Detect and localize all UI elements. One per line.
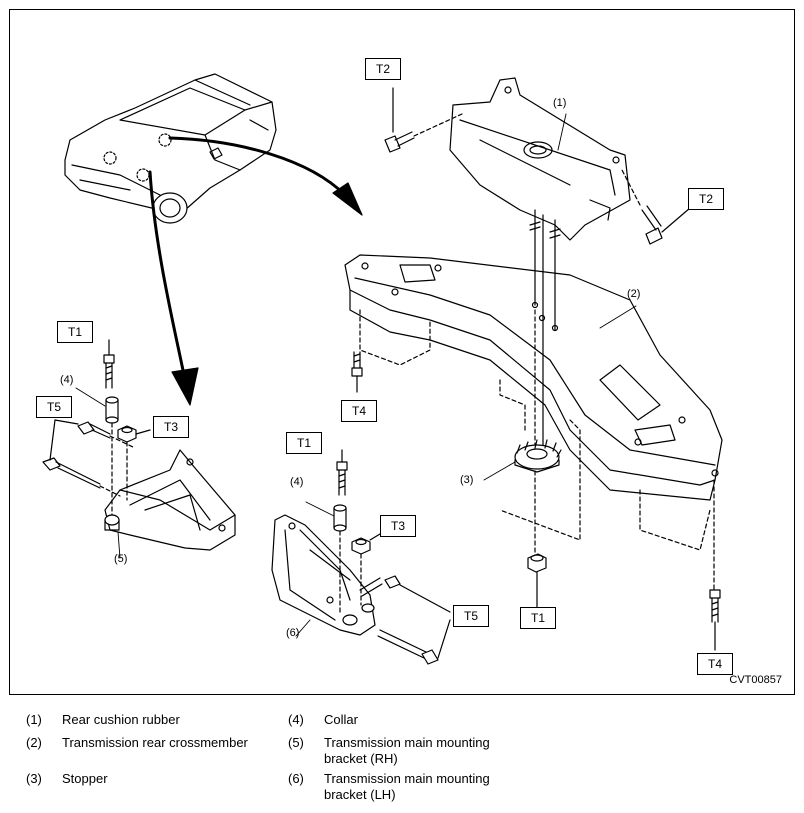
t4-bolt-left: [351, 351, 363, 393]
torque-label-t1-bottom: T1: [520, 607, 556, 629]
stud-guide-lines: [534, 239, 715, 591]
figure-code: CVT00857: [729, 674, 782, 686]
t1-nut-bottom: [527, 553, 547, 611]
t1-bolt-left: [103, 339, 115, 389]
parts-legend: (1) Rear cushion rubber (2) Transmission…: [26, 712, 490, 802]
lh-mounting-bracket-part: [271, 514, 376, 636]
collar-right: [333, 504, 347, 616]
torque-label-t5-left: T5: [36, 396, 72, 418]
rh-mounting-bracket-part: [104, 449, 236, 551]
t5-bolts-left: [42, 419, 136, 497]
callout-6: (6): [286, 627, 300, 639]
callout-2: (2): [627, 288, 641, 300]
transmission-rear-crossmember-part: [344, 254, 723, 551]
exploded-view-drawing: [42, 73, 723, 665]
t2-bolt-left: [384, 87, 463, 153]
collar-left: [105, 396, 119, 516]
rear-cushion-rubber-part: [449, 77, 631, 251]
torque-label-t1-middle: T1: [286, 432, 322, 454]
t1-bolt-middle: [336, 449, 348, 496]
torque-label-t2-top: T2: [365, 58, 401, 80]
callout-leaders: [75, 113, 637, 637]
torque-label-t2-right: T2: [688, 188, 724, 210]
torque-label-t4-left: T4: [341, 400, 377, 422]
t3-nut-middle: [351, 533, 381, 606]
location-arrows: [148, 136, 363, 406]
diagram-frame: T2 T2 T4 T4 T1 T1 T5 T3 T1 T3 T5 (1) (2)…: [9, 9, 795, 695]
torque-label-t3-middle: T3: [380, 515, 416, 537]
t4-bolt-right: [709, 589, 721, 651]
torque-label-t5-middle: T5: [453, 605, 489, 627]
t2-bolt-right: [621, 169, 691, 245]
callout-4-left: (4): [60, 374, 74, 386]
torque-label-t1-left: T1: [57, 321, 93, 343]
callout-5: (5): [114, 553, 128, 565]
stopper-part: [514, 439, 562, 473]
t5-bolts-middle: [359, 575, 451, 665]
callout-1: (1): [553, 97, 567, 109]
torque-label-t4-right: T4: [697, 653, 733, 675]
torque-label-t3-left: T3: [153, 416, 189, 438]
callout-4-middle: (4): [290, 476, 304, 488]
t3-nut-left: [117, 425, 151, 501]
callout-3: (3): [460, 474, 474, 486]
